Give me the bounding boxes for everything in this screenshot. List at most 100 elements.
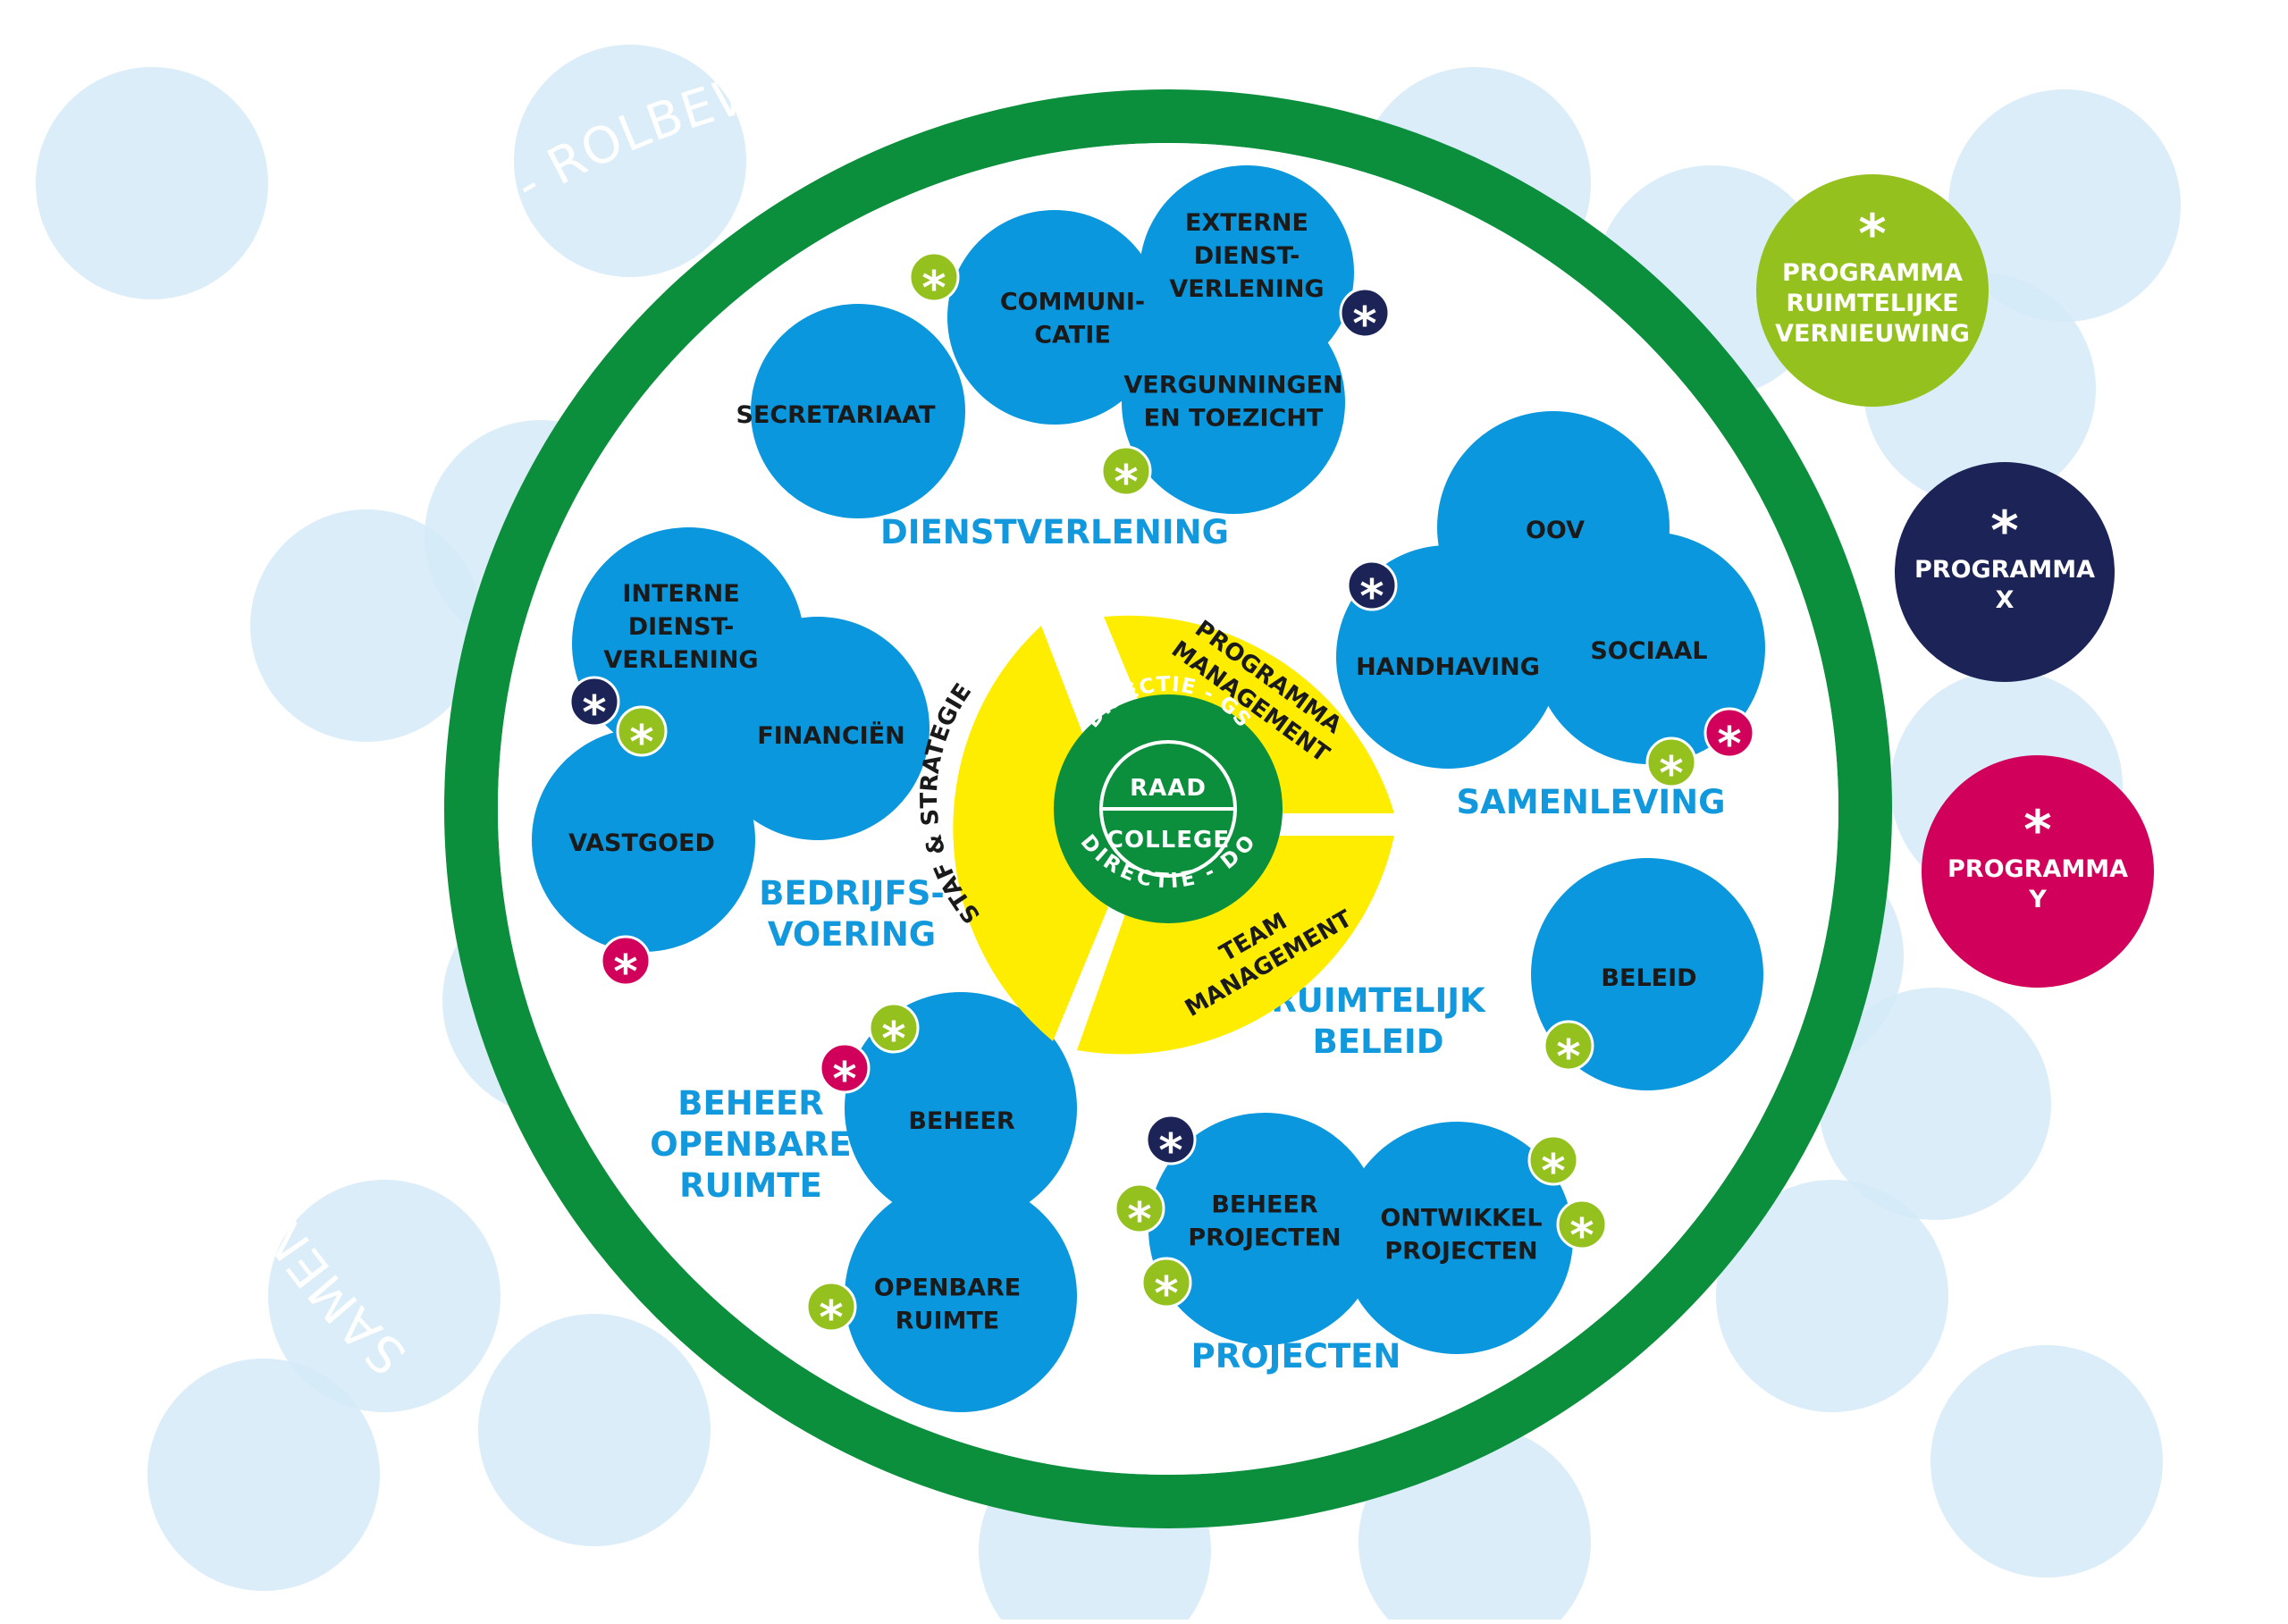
dept-label-oov-line: OOV [1526, 517, 1585, 544]
marker-dot [1543, 1020, 1594, 1072]
dept-label-handhaving: HANDHAVING [1356, 653, 1540, 681]
asterisk-icon: * [819, 1292, 843, 1345]
category-labels: DIENSTVERLENING BEDRIJFS-VOERING SAMENLEVI… [650, 513, 1725, 1376]
program-label-ruimtelijke-vernieuwing-line: VERNIEUWING [1775, 320, 1970, 348]
category-label-samenleving-line: SAMENLEVING [1457, 783, 1726, 821]
program-label-y-line: PROGRAMMA [1947, 855, 2128, 883]
dept-label-beheer-line: BEHEER [908, 1107, 1015, 1135]
asterisk-icon: * [613, 946, 637, 999]
program-label-ruimtelijke-vernieuwing: PROGRAMMA RUIMTELIJKE VERNIEUWING [1775, 259, 1970, 348]
dept-label-vergunningen-line: EN TOEZICHT [1144, 405, 1324, 433]
dept-label-communicatie: COMMUNI-CATIE [1000, 289, 1145, 349]
dept-label-ontwikkel-projecten: ONTWIKKEL PROJECTEN [1380, 1205, 1542, 1266]
asterisk-icon: * [1158, 1124, 1182, 1178]
category-label-ruimtelijk-beleid-line: BELEID [1313, 1022, 1444, 1061]
program-label-ruimtelijke-vernieuwing-line: PROGRAMMA [1782, 259, 1963, 287]
program-marker-magenta: * [1703, 707, 1755, 771]
marker-dot [868, 1002, 920, 1054]
raad-label: RAAD [1130, 775, 1207, 802]
dept-label-sociaal-line: SOCIAAL [1590, 637, 1707, 665]
marker-dot [1346, 560, 1398, 611]
dept-label-communicatie-line: CATIE [1034, 322, 1111, 349]
asterisk-icon: * [1541, 1145, 1565, 1199]
asterisk-icon: * [1569, 1209, 1594, 1263]
asterisk-icon: * [1556, 1031, 1580, 1084]
background-bubble [147, 1359, 380, 1591]
dept-label-vastgoed: VASTGOED [568, 829, 715, 857]
category-label-bedrijfsvoering-line: BEDRIJFS- [759, 874, 945, 913]
dept-label-beheer: BEHEER [908, 1107, 1015, 1135]
dept-label-secretariaat: SECRETARIAAT [736, 401, 936, 429]
dept-circle-openbare-ruimte [845, 1180, 1077, 1412]
asterisk-icon: * [629, 716, 653, 770]
marker-dot [568, 676, 620, 728]
category-label-beheer-openbare-ruimte-line: BEHEER [677, 1084, 823, 1123]
program-circle-fill [1895, 462, 2115, 682]
dept-label-beleid-line: BELEID [1601, 964, 1696, 992]
dept-label-vergunningen: VERGUNNINGEN EN TOEZICHT [1123, 372, 1342, 433]
asterisk-icon: * [1359, 570, 1384, 624]
program-marker-navy: * [1346, 560, 1398, 624]
program-label-x-line: PROGRAMMA [1914, 556, 2095, 584]
marker-dot [805, 1281, 857, 1333]
dept-circle-communicatie [947, 210, 1162, 425]
background-bubble [1819, 988, 2051, 1220]
marker-dot [819, 1042, 871, 1094]
asterisk-icon: * [832, 1053, 856, 1107]
marker-dot [1100, 445, 1152, 497]
dept-label-openbare-ruimte-line: RUIMTE [896, 1308, 1000, 1335]
asterisk-icon: * [1127, 1193, 1151, 1247]
dept-label-vergunningen-line: VERGUNNINGEN [1123, 372, 1342, 400]
background-bubble [1948, 89, 2181, 322]
category-label-dienstverlening-line: DIENSTVERLENING [880, 513, 1229, 551]
asterisk-icon: * [1990, 500, 2018, 562]
college-label: COLLEGE [1106, 827, 1230, 854]
dept-label-oov: OOV [1526, 517, 1585, 544]
marker-dot [1527, 1134, 1579, 1186]
dept-label-ontwikkel-projecten-line: ONTWIKKEL [1380, 1205, 1542, 1233]
background-bubble [1716, 1180, 1948, 1412]
values-ring-band [444, 89, 1892, 1528]
dept-label-externe-dienstverlening-line: EXTERNE [1185, 209, 1308, 237]
category-label-beheer-openbare-ruimte-line: OPENBARE [650, 1125, 851, 1164]
category-label-projecten-line: PROJECTEN [1191, 1337, 1401, 1376]
dept-label-ontwikkel-projecten-line: PROJECTEN [1384, 1238, 1537, 1266]
category-label-beheer-openbare-ruimte-line: RUIMTE [679, 1166, 822, 1205]
marker-dot [1145, 1114, 1197, 1165]
department-labels: SECRETARIAAT COMMUNI-CATIE EXTERNE DIENST- V… [568, 209, 1708, 1335]
category-label-bedrijfsvoering: BEDRIJFS-VOERING [759, 874, 945, 954]
program-marker-navy: * [1145, 1114, 1197, 1178]
asterisk-icon: * [2023, 799, 2051, 862]
dept-label-vastgoed-line: VASTGOED [568, 829, 715, 857]
dept-label-sociaal: SOCIAAL [1590, 637, 1707, 665]
dept-label-openbare-ruimte: OPENBARE RUIMTE [874, 1275, 1022, 1335]
dept-label-handhaving-line: HANDHAVING [1356, 653, 1540, 681]
programma-management-segment [1104, 615, 1394, 813]
program-marker-navy: * [1339, 287, 1391, 351]
dept-label-externe-dienstverlening-line: DIENST- [1194, 242, 1300, 270]
marker-dot [1645, 736, 1697, 788]
dept-label-interne-dienstverlening-line: VERLENING [603, 646, 758, 674]
program-label-x-line: X [1996, 586, 2015, 614]
dept-label-beheer-projecten-line: PROJECTEN [1188, 1224, 1341, 1252]
asterisk-icon: * [1352, 298, 1376, 351]
program-circle-fill [1756, 174, 1989, 407]
program-label-ruimtelijke-vernieuwing-line: RUIMTELIJKE [1786, 290, 1958, 317]
program-marker-lime: * [868, 1002, 920, 1066]
dept-label-interne-dienstverlening-line: DIENST- [628, 613, 735, 641]
background-bubble [514, 45, 746, 277]
dept-label-secretariaat-line: SECRETARIAAT [736, 401, 936, 429]
program-marker-lime: * [1140, 1257, 1192, 1321]
category-label-ruimtelijk-beleid-line: RUIMTELIJK [1271, 981, 1486, 1020]
program-marker-lime: * [1100, 445, 1152, 509]
dept-label-openbare-ruimte-line: OPENBARE [874, 1275, 1022, 1302]
asterisk-icon: * [1154, 1267, 1178, 1321]
